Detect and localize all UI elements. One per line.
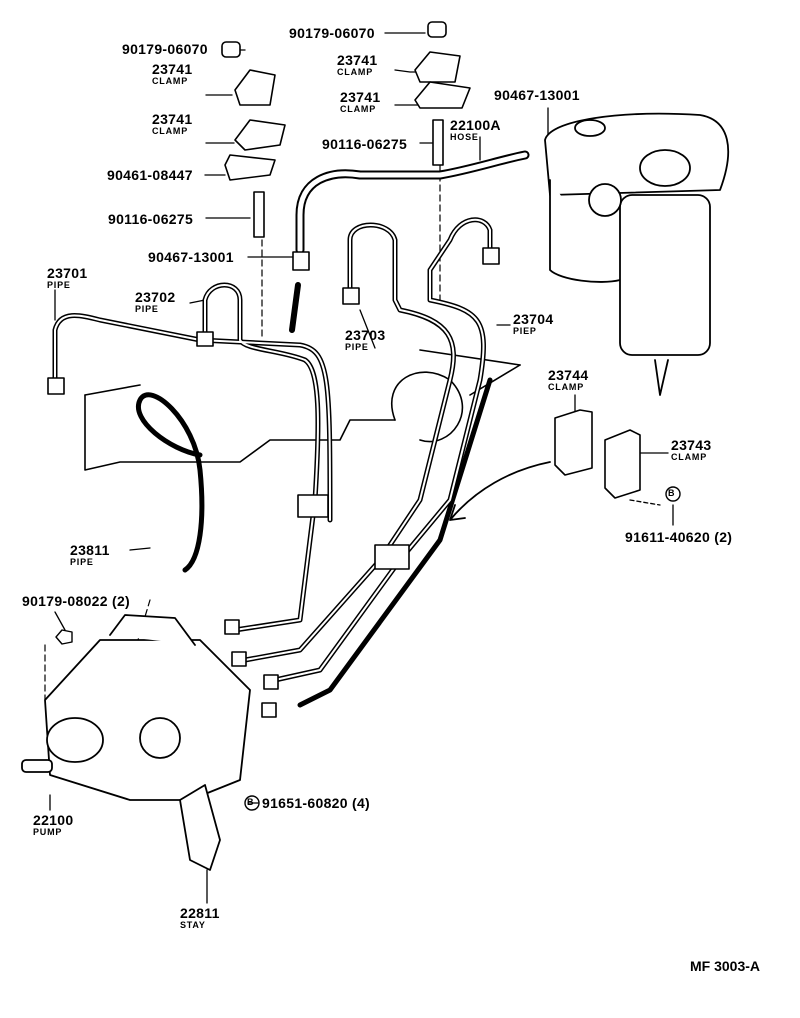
part-number: 90179-06070 <box>122 41 208 57</box>
bolt-markers <box>55 486 681 811</box>
callout-90467-13001: 90467-13001 <box>148 250 234 264</box>
callout-91611-40620: 91611-40620 (2) <box>625 530 732 544</box>
part-number: 23741 <box>152 61 193 77</box>
part-name: PUMP <box>33 827 63 837</box>
part-number: 23703 <box>345 327 386 343</box>
part-number: 23702 <box>135 289 176 305</box>
part-number: 90179-06070 <box>289 25 375 41</box>
part-number: 90467-13001 <box>494 87 580 103</box>
figure-code: MF 3003-A <box>690 958 761 974</box>
callout-90179-06070: 90179-06070 <box>122 42 208 56</box>
part-name: PIPE <box>47 280 71 290</box>
part-number: 22100A <box>450 117 501 133</box>
part-number: 91611-40620 (2) <box>625 529 733 545</box>
part-number: 23744 <box>548 367 589 383</box>
part-number: 90461-08447 <box>107 167 193 183</box>
part-number: 23741 <box>152 111 193 127</box>
part-number: 22811 <box>180 905 220 921</box>
part-name: PIEP <box>513 326 537 336</box>
callout-90116-06275: 90116-06275 <box>108 212 193 226</box>
part-name: CLAMP <box>152 76 188 86</box>
part-number: 90116-06275 <box>108 211 194 227</box>
part-number: 90467-13001 <box>148 249 234 265</box>
callout-90179-08022: 90179-08022 (2) <box>22 594 130 608</box>
part-name: CLAMP <box>337 67 373 77</box>
bolt-marker-label: B <box>668 488 675 498</box>
injection-pipes-inner <box>54 218 491 681</box>
callout-90179-06070: 90179-06070 <box>289 26 375 40</box>
part-number: 23743 <box>671 437 712 453</box>
fittings <box>47 21 500 718</box>
part-number: 90116-06275 <box>322 136 408 152</box>
callout-90467-13001: 90467-13001 <box>494 88 580 102</box>
part-name: HOSE <box>450 132 479 142</box>
part-number: 23704 <box>513 311 554 327</box>
injection-pump <box>21 614 251 871</box>
part-name: PIPE <box>135 304 159 314</box>
part-name: CLAMP <box>152 126 188 136</box>
part-name: CLAMP <box>548 382 584 392</box>
part-name: CLAMP <box>671 452 707 462</box>
part-number: 90179-08022 (2) <box>22 593 131 609</box>
part-name: CLAMP <box>340 104 376 114</box>
part-name: PIPE <box>70 557 94 567</box>
bolt-marker-label: B <box>247 797 254 807</box>
fuel-filter <box>544 112 730 396</box>
part-number: 23741 <box>337 52 378 68</box>
callout-91651-60820: 91651-60820 (4) <box>262 796 370 810</box>
fuel-hose <box>289 150 530 333</box>
callout-90116-06275: 90116-06275 <box>322 137 407 151</box>
callout-90461-08447: 90461-08447 <box>107 168 193 182</box>
part-number: 91651-60820 (4) <box>262 795 371 811</box>
part-name: STAY <box>180 920 206 930</box>
part-number: 23741 <box>340 89 381 105</box>
part-number: 23811 <box>70 542 110 558</box>
part-number: 22100 <box>33 812 74 828</box>
direction-arrow <box>449 461 551 521</box>
clamp-parts <box>224 51 641 499</box>
part-number: 23701 <box>47 265 88 281</box>
part-name: PIPE <box>345 342 369 352</box>
